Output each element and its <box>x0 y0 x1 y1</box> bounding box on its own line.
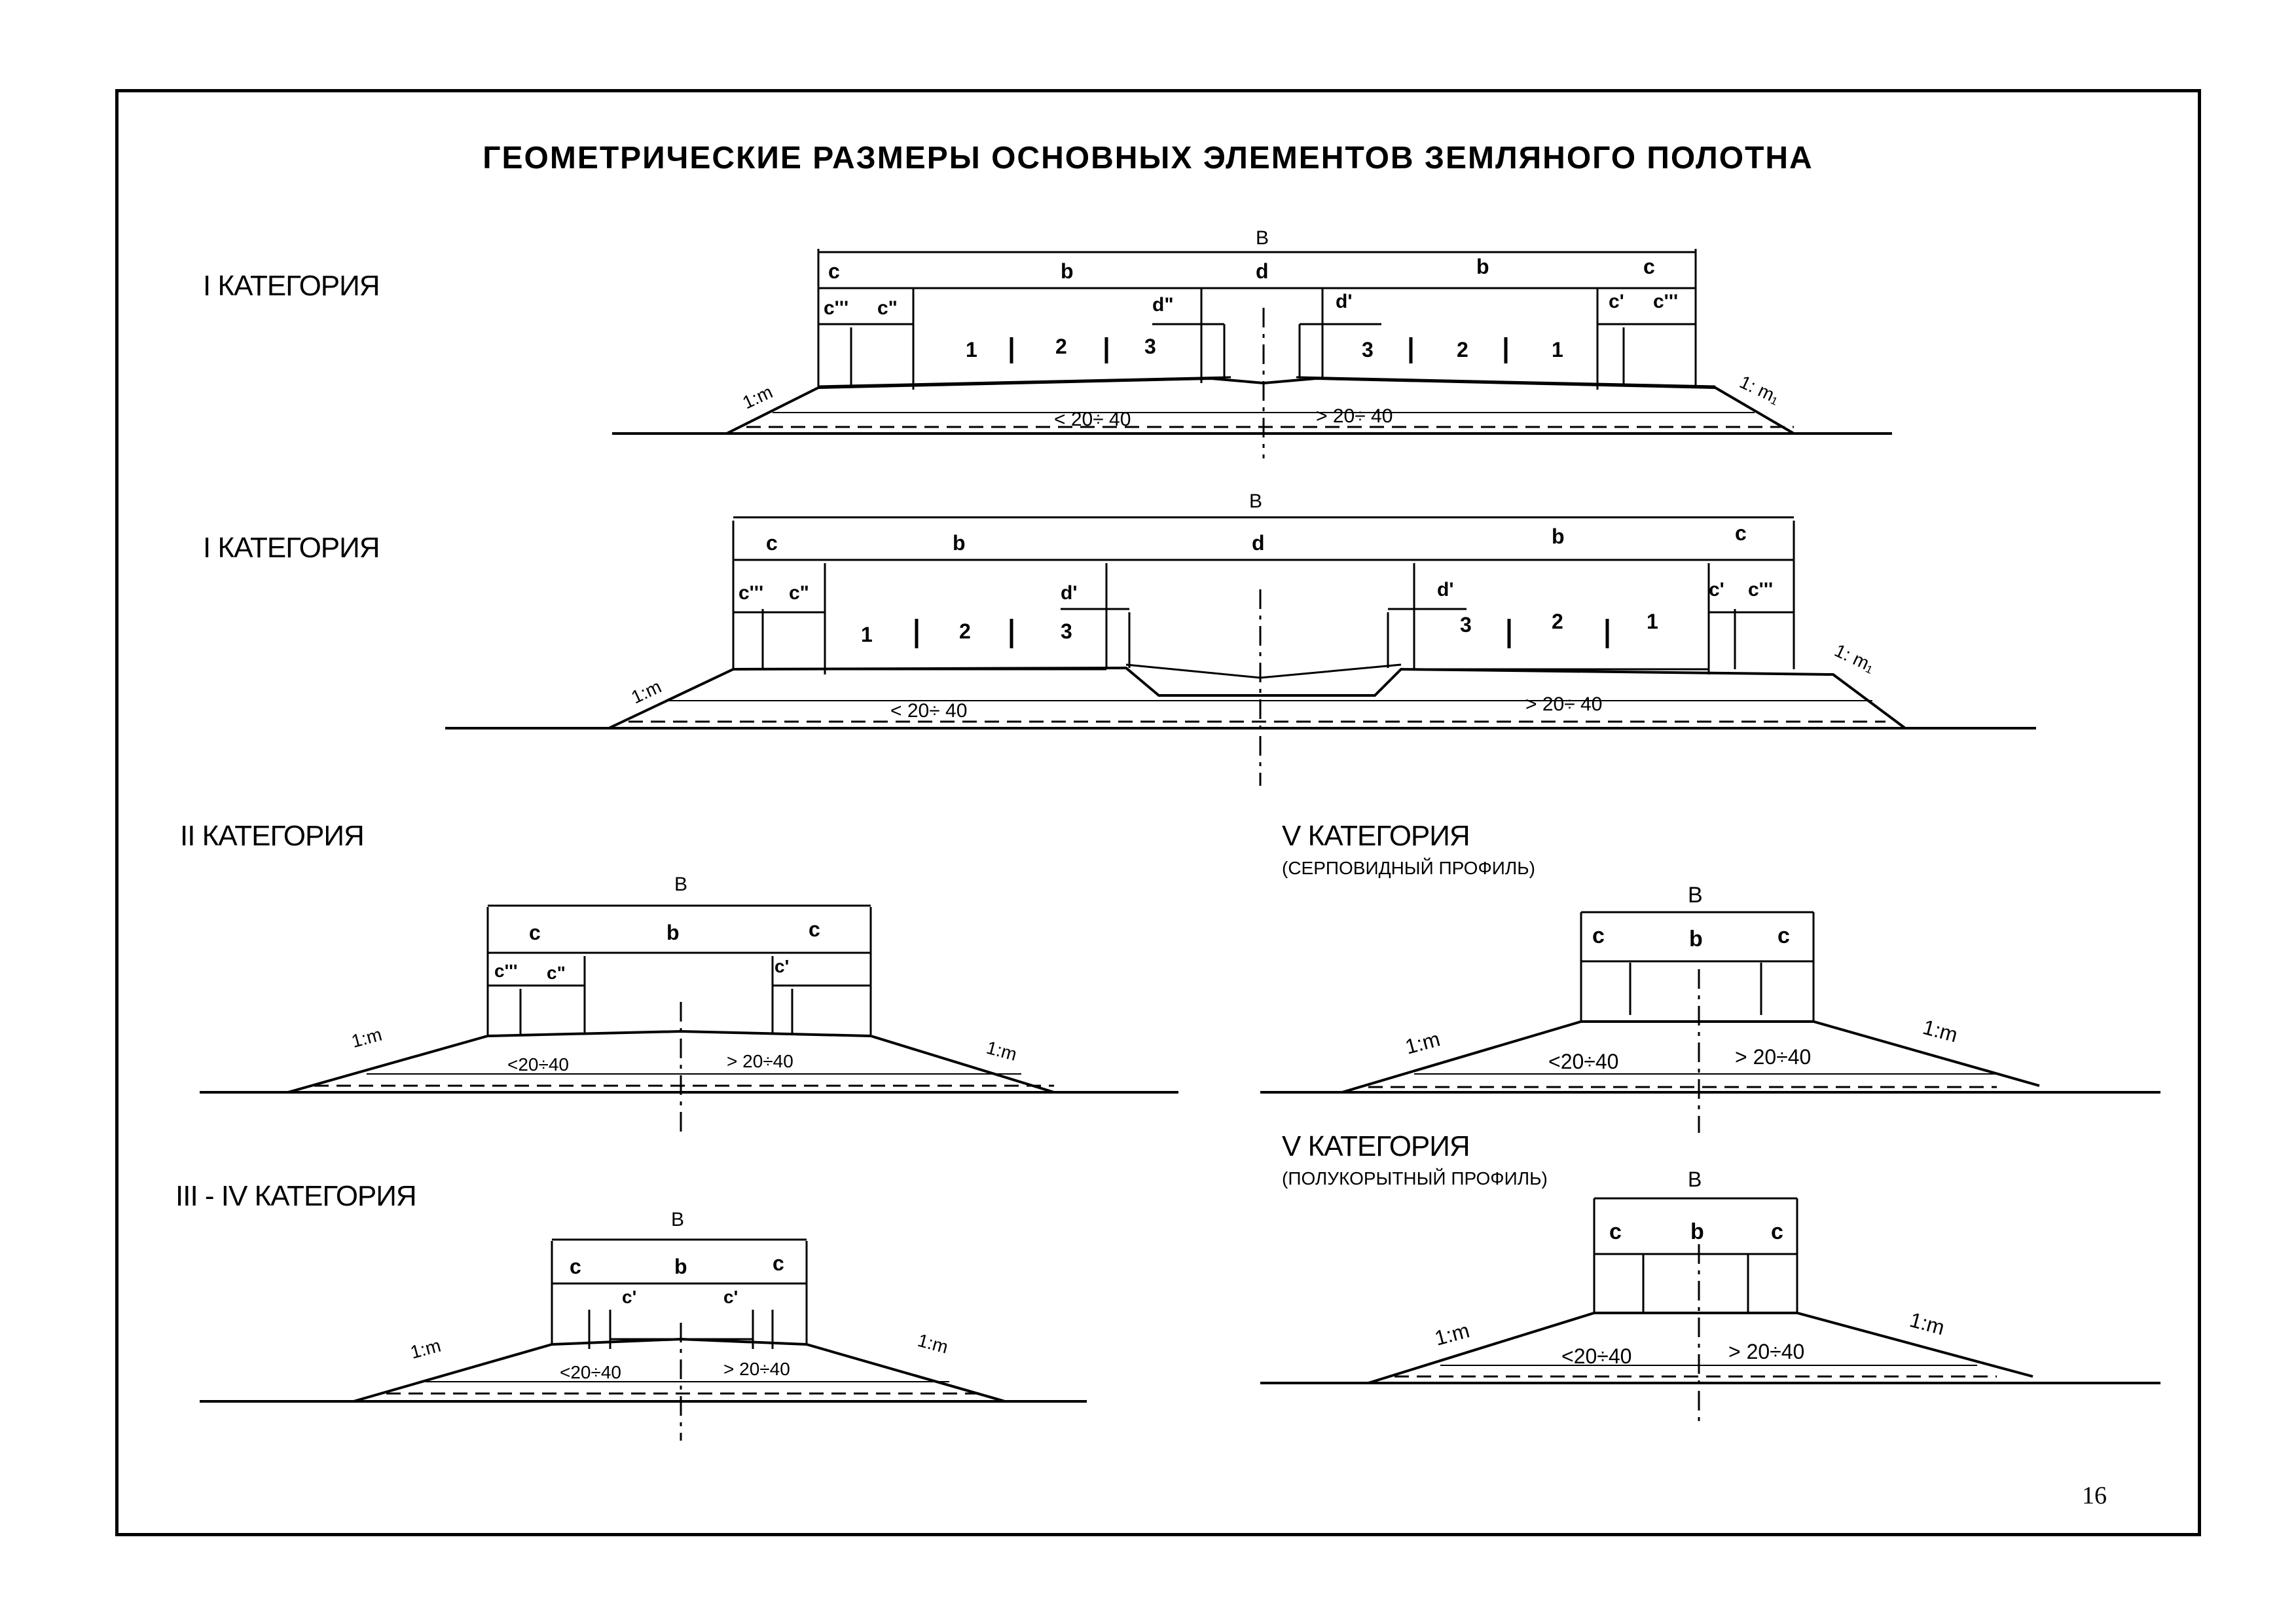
dim-B-5b: B <box>1688 1168 1702 1191</box>
dim-d2-1a: d" <box>1152 294 1174 316</box>
dim-c3-1b-left: c''' <box>738 582 763 604</box>
dim-B-2: B <box>674 874 687 895</box>
dim-c-1b-left: c <box>766 531 778 555</box>
slope-fall-3-4-left: <20÷40 <box>560 1362 621 1382</box>
lane-3-1a-left: 3 <box>1144 335 1156 358</box>
diagram-cat5a <box>1260 911 2160 1133</box>
category-label-3-4: III - IV КАТЕГОРИЯ <box>175 1180 417 1212</box>
dim-c2-1a-left: c" <box>877 297 898 319</box>
dim-c1-2: c' <box>774 956 789 976</box>
slope-left-2: 1:m <box>350 1024 384 1052</box>
slope-fall-5a-right: > 20÷40 <box>1735 1045 1811 1069</box>
dim-c-3-4-left: c <box>570 1255 581 1278</box>
lane-1-1a-right: 1 <box>1552 338 1563 361</box>
diagram-cat1a <box>612 249 1892 458</box>
page-number: 16 <box>2082 1482 2107 1509</box>
category-label-2: II КАТЕГОРИЯ <box>180 820 365 852</box>
category-label-5b: V КАТЕГОРИЯ <box>1282 1130 1470 1162</box>
slope-fall-5b-left: <20÷40 <box>1561 1344 1631 1368</box>
category-label-1b: I КАТЕГОРИЯ <box>203 532 380 564</box>
dim-d-1a: d <box>1256 259 1269 283</box>
dim-b-5b: b <box>1690 1219 1704 1244</box>
slope-fall-2-left: <20÷40 <box>507 1054 569 1075</box>
dim-d1-1b-left: d' <box>1061 582 1077 604</box>
dim-c1-3-4-right: c' <box>723 1287 738 1307</box>
dim-c1-1a-right: c' <box>1609 291 1624 312</box>
dim-c-1b-right: c <box>1735 521 1747 545</box>
dim-d1-1a: d' <box>1336 291 1352 312</box>
slope-fall-5b-right: > 20÷40 <box>1728 1340 1804 1363</box>
dim-c-3-4-right: c <box>773 1251 784 1275</box>
slope-right-3-4: 1:m <box>915 1330 950 1357</box>
slope-fall-1a-right: > 20÷ 40 <box>1316 405 1393 427</box>
dim-c1-1b-right: c' <box>1709 579 1724 600</box>
lane-3-1a-right: 3 <box>1362 338 1374 361</box>
dim-c-5b-right: c <box>1771 1219 1783 1244</box>
lane-2-1b-left: 2 <box>959 619 971 643</box>
diagram-cat1b <box>445 516 2036 786</box>
dim-B-1b: B <box>1249 490 1262 512</box>
dim-c3-1a-left: c''' <box>824 297 848 319</box>
diagram-cat5b <box>1260 1197 2160 1428</box>
dim-c3-1a-right: c''' <box>1653 291 1678 312</box>
dim-c-5a-right: c <box>1777 923 1790 948</box>
slope-right-1a: 1: m₁ <box>1736 371 1783 407</box>
dim-d1-1b-right: d' <box>1437 579 1453 600</box>
dim-d-1b: d <box>1252 531 1265 555</box>
slope-left-5b: 1:m <box>1432 1318 1472 1350</box>
slope-left-1b: 1:m <box>628 676 664 708</box>
lane-3-1b-left: 3 <box>1061 619 1072 643</box>
dim-B-3-4: B <box>671 1209 684 1230</box>
category-sublabel-5a: (СЕРПОВИДНЫЙ ПРОФИЛЬ) <box>1282 858 1535 878</box>
dim-c-5b-left: c <box>1609 1219 1622 1244</box>
dim-b-5a: b <box>1689 927 1703 951</box>
category-sublabel-5b: (ПОЛУКОРЫТНЫЙ ПРОФИЛЬ) <box>1282 1168 1548 1189</box>
slope-fall-5a-left: <20÷40 <box>1548 1050 1618 1073</box>
dim-c-1a-left: c <box>828 259 840 283</box>
dim-b-1b-left: b <box>953 531 966 555</box>
dim-c-2-right: c <box>809 917 820 941</box>
slope-fall-3-4-right: > 20÷40 <box>723 1359 790 1379</box>
slope-fall-1b-left: < 20÷ 40 <box>890 700 967 722</box>
drawing-frame <box>115 89 2201 1536</box>
dim-c3-1b-right: c''' <box>1748 579 1773 600</box>
lane-3-1b-right: 3 <box>1460 613 1472 637</box>
dim-B-1a: B <box>1256 227 1269 249</box>
dim-c-2-left: c <box>529 921 541 944</box>
slope-right-2: 1:m <box>984 1037 1019 1065</box>
dim-b-1b-right: b <box>1552 525 1565 548</box>
slope-fall-1a-left: < 20÷ 40 <box>1054 409 1131 430</box>
lane-2-1a-left: 2 <box>1055 335 1067 358</box>
dim-b-3-4: b <box>674 1255 687 1278</box>
slope-right-5b: 1:m <box>1907 1308 1947 1340</box>
dim-c2-2: c" <box>547 963 566 983</box>
dim-c2-1b-left: c" <box>789 582 809 604</box>
dim-c-1a-right: c <box>1643 255 1655 278</box>
slope-left-3-4: 1:m <box>409 1335 443 1363</box>
category-label-5a: V КАТЕГОРИЯ <box>1282 820 1470 852</box>
slope-right-1b: 1: m₁ <box>1831 640 1878 676</box>
lane-2-1b-right: 2 <box>1552 610 1563 633</box>
category-label-1a: I КАТЕГОРИЯ <box>203 270 380 302</box>
dim-c3-2: c''' <box>494 961 518 981</box>
dim-b-1a-right: b <box>1476 255 1489 278</box>
slope-fall-2-right: > 20÷40 <box>727 1051 793 1071</box>
dim-c-5a-left: c <box>1592 923 1605 948</box>
slope-right-5a: 1:m <box>1920 1015 1960 1047</box>
slope-fall-1b-right: > 20÷ 40 <box>1525 693 1602 715</box>
diagram-cat3-4 <box>200 1238 1087 1441</box>
lane-1-1a-left: 1 <box>966 338 977 361</box>
slope-left-1a: 1:m <box>739 382 775 413</box>
slope-left-5a: 1:m <box>1402 1027 1442 1059</box>
lane-1-1b-left: 1 <box>861 623 873 646</box>
lane-1-1b-right: 1 <box>1647 610 1658 633</box>
dim-B-5a: B <box>1688 883 1703 908</box>
lane-2-1a-right: 2 <box>1457 338 1468 361</box>
dim-b-2: b <box>666 921 680 944</box>
page-title: ГЕОМЕТРИЧЕСКИЕ РАЗМЕРЫ ОСНОВНЫХ ЭЛЕМЕНТО… <box>483 141 1813 175</box>
dim-c1-3-4-left: c' <box>622 1287 636 1307</box>
diagram-cat2 <box>200 904 1178 1133</box>
dim-b-1a-left: b <box>1061 259 1074 283</box>
